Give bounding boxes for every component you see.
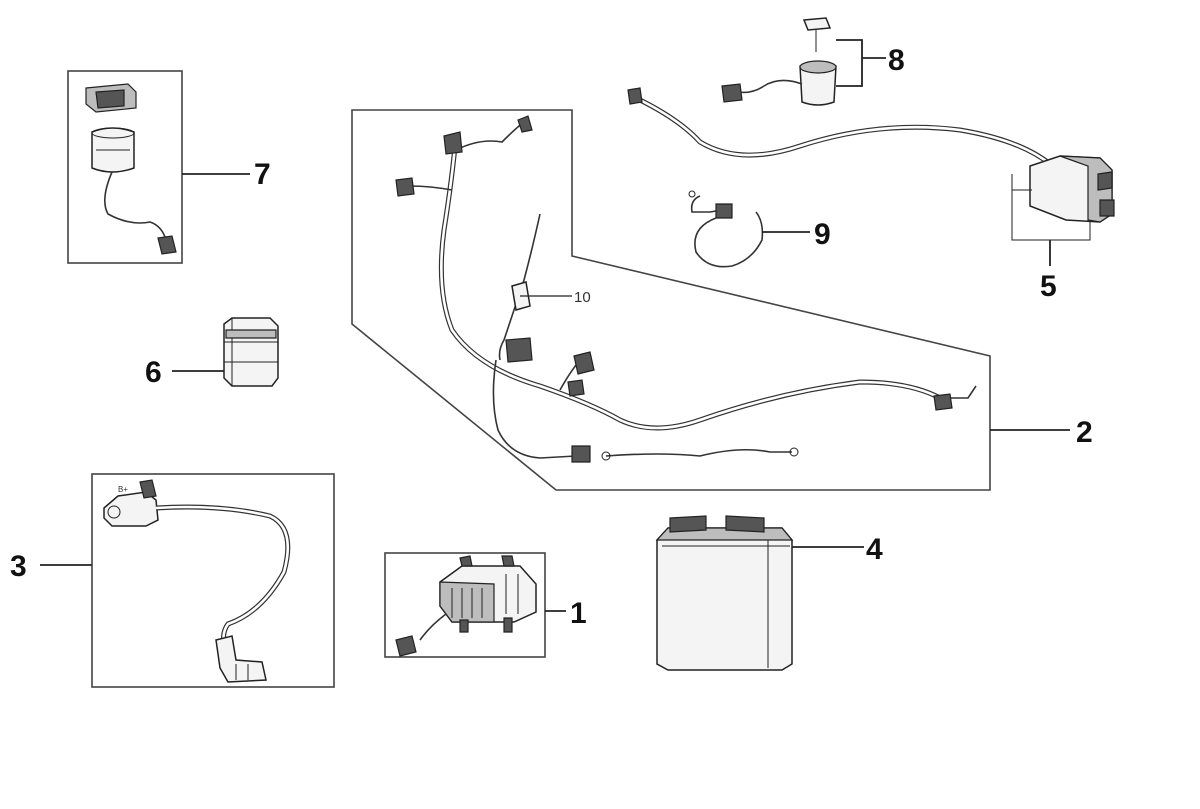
callout-5: 5	[1040, 270, 1057, 303]
part-7-starter-relay	[67, 70, 183, 264]
part-4-battery	[655, 515, 794, 671]
callout-9: 9	[814, 218, 831, 251]
callout-1: 1	[570, 597, 587, 630]
callout-6: 6	[145, 356, 162, 389]
part-2-frame	[351, 109, 991, 491]
callout-7: 7	[254, 158, 271, 191]
part-3-frame	[91, 473, 335, 688]
part-1-frame	[384, 552, 546, 658]
part-6-cdi-unit	[223, 317, 279, 387]
part-9-wire	[688, 190, 764, 268]
part-5-switch-assembly	[627, 87, 1115, 241]
callout-4: 4	[866, 533, 883, 566]
callout-10: 10	[574, 289, 591, 306]
part-3-ignition-coil: B+	[91, 473, 335, 688]
part-7-frame	[67, 70, 183, 264]
part-8-sender-unit	[721, 17, 863, 106]
callout-3: 3	[10, 550, 27, 583]
callout-8: 8	[888, 44, 905, 77]
svg-text:B+: B+	[118, 485, 128, 494]
callout-2: 2	[1076, 416, 1093, 449]
part-2-wire-harness	[351, 109, 991, 491]
part-1-regulator-rectifier	[384, 552, 546, 658]
